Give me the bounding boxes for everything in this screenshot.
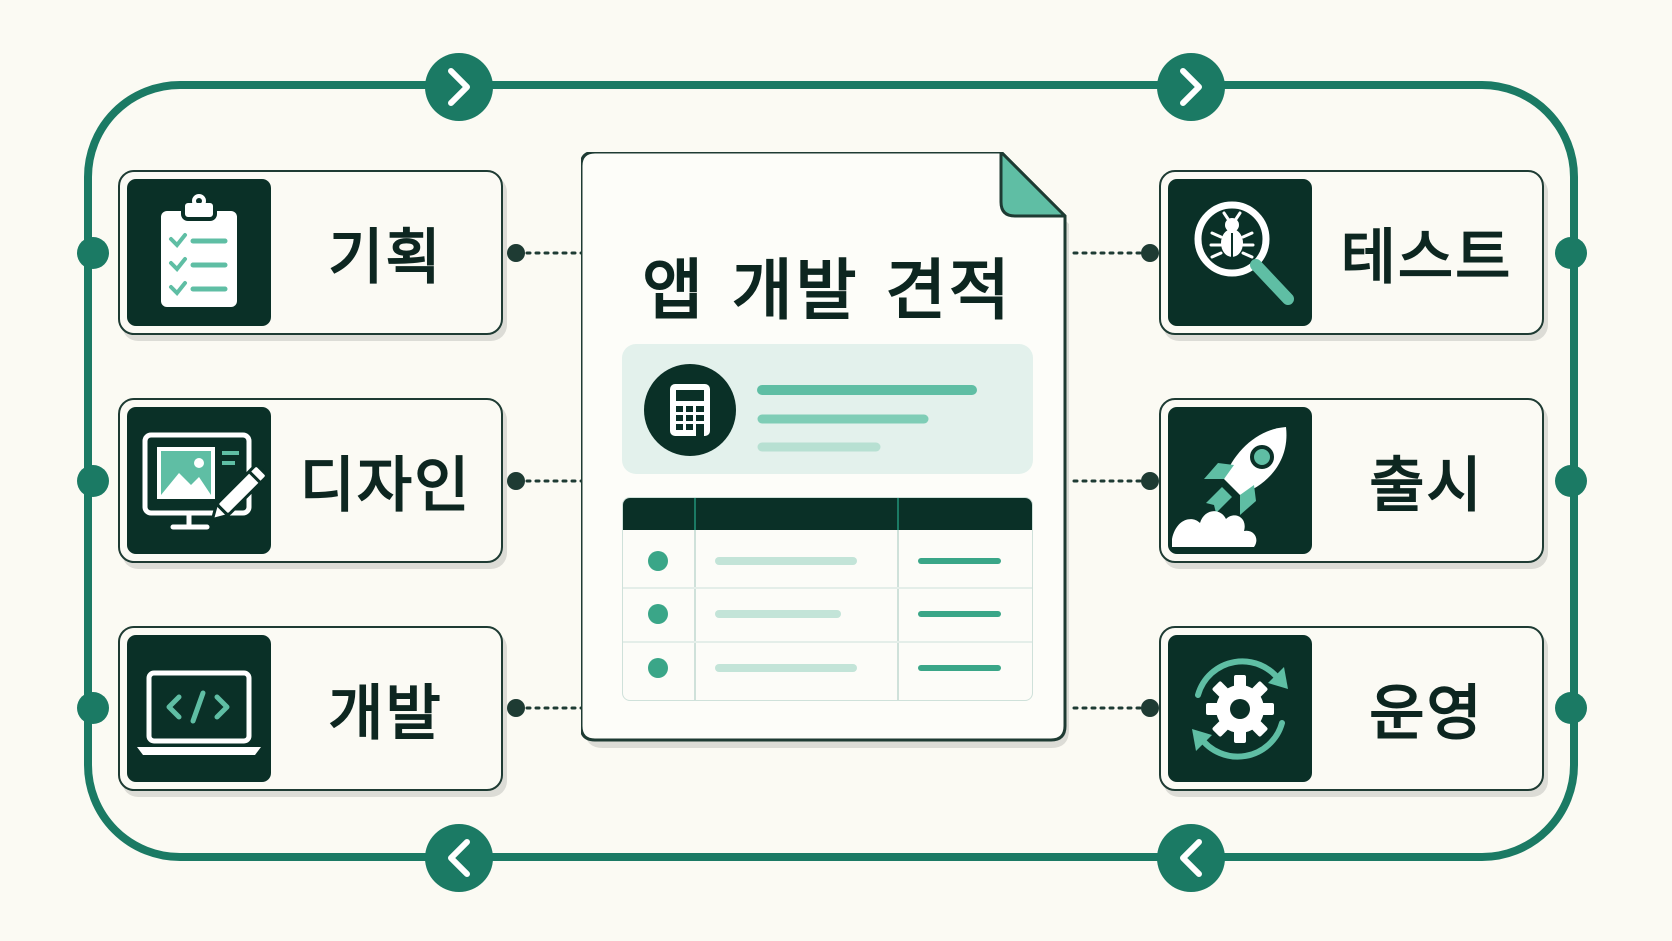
stage-label: 기획 — [328, 223, 443, 293]
frame-node-left-2 — [77, 465, 109, 497]
estimate-document: 앱 개발 견적 — [581, 152, 1074, 756]
rocket-icon — [1168, 407, 1312, 554]
stage-label: 디자인 — [299, 451, 472, 521]
frame-node-right-3 — [1555, 692, 1587, 724]
document-title: 앱 개발 견적 — [642, 252, 1013, 329]
stage-label: 개발 — [328, 679, 443, 749]
estimate-table — [622, 497, 1033, 701]
monitor-design-icon — [127, 407, 271, 554]
arrow-right-icon — [425, 53, 493, 121]
frame-node-left-1 — [77, 237, 109, 269]
clipboard-checklist-icon — [127, 179, 271, 326]
stage-card-launch: 출시 — [1159, 398, 1544, 563]
frame-node-left-3 — [77, 692, 109, 724]
stage-card-operation: 운영 — [1159, 626, 1544, 791]
arrow-left-icon — [1157, 824, 1225, 892]
stage-label: 출시 — [1369, 451, 1484, 521]
summary-panel — [622, 344, 1033, 474]
table-row — [648, 551, 1001, 571]
stage-card-testing: 테스트 — [1159, 170, 1544, 335]
stage-label: 테스트 — [1340, 223, 1513, 293]
arrow-left-icon — [425, 824, 493, 892]
laptop-code-icon — [127, 635, 271, 782]
frame-node-right-1 — [1555, 237, 1587, 269]
calculator-icon — [644, 364, 736, 456]
arrow-right-icon — [1157, 53, 1225, 121]
stage-card-development: 개발 — [118, 626, 503, 791]
gear-cycle-icon — [1168, 635, 1312, 782]
frame-node-right-2 — [1555, 465, 1587, 497]
table-row — [648, 658, 1001, 678]
stage-card-design: 디자인 — [118, 398, 503, 563]
stage-label: 운영 — [1369, 679, 1484, 749]
table-row — [648, 604, 1001, 624]
bug-magnifier-icon — [1168, 179, 1312, 326]
stage-card-planning: 기획 — [118, 170, 503, 335]
